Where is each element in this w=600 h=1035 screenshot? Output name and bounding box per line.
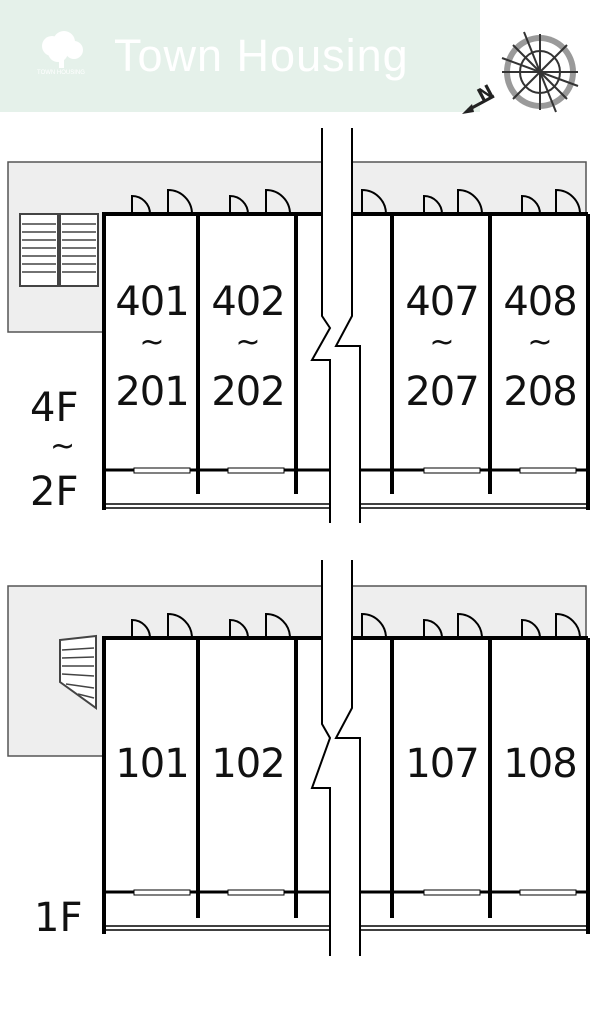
unit-bottom-label: 208: [503, 369, 577, 415]
unit-range-symbol: ~: [139, 325, 165, 360]
unit-label: 101: [115, 741, 189, 787]
unit-label: 108: [503, 741, 577, 787]
unit-top-label: 402: [211, 279, 285, 325]
compass-icon: N: [458, 30, 588, 120]
unit-range-symbol: ~: [429, 325, 455, 360]
floor-plan-lower: 101 102 107 108 1F: [0, 556, 600, 956]
unit-top-label: 407: [405, 279, 479, 325]
brand-title: Town Housing: [114, 30, 409, 81]
floor-range-symbol: ~: [50, 429, 76, 464]
logo-caption: TOWN HOUSING: [37, 70, 85, 76]
unit-top-label: 401: [115, 279, 189, 325]
unit-bottom-label: 201: [115, 369, 189, 415]
staircase-icon: [59, 634, 97, 710]
unit-top-label: 408: [503, 279, 577, 325]
unit-range-symbol: ~: [235, 325, 261, 360]
floor-label-top: 4F: [30, 385, 79, 431]
tree-icon: TOWN HOUSING: [28, 30, 94, 86]
staircase-icon: [19, 213, 99, 287]
corridor-right: [351, 585, 587, 639]
unit-bottom-label: 207: [405, 369, 479, 415]
floor-plan-upper: 401 ~ 201 402 ~ 202 407 ~ 207 408 ~ 208 …: [0, 128, 600, 523]
floor-label: 1F: [34, 895, 83, 941]
header-banner: TOWN HOUSING Town Housing: [0, 0, 480, 112]
floor-label-bottom: 2F: [30, 469, 79, 515]
north-letter: N: [474, 81, 497, 107]
unit-label: 107: [405, 741, 479, 787]
unit-range-symbol: ~: [527, 325, 553, 360]
unit-bottom-label: 202: [211, 369, 285, 415]
corridor-right: [351, 161, 587, 215]
unit-label: 102: [211, 741, 285, 787]
